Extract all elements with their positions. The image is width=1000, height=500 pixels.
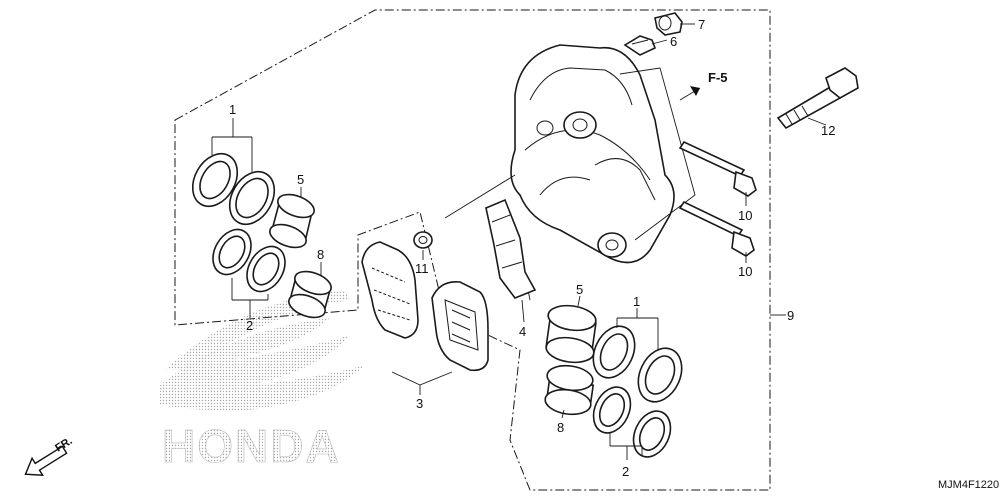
- callout-8-upper: 8: [317, 247, 324, 262]
- piston-lower-right-a: [545, 304, 597, 364]
- forward-arrow-icon: [24, 445, 68, 477]
- mounting-bolt: [776, 67, 859, 130]
- caliper-body: [510, 44, 675, 264]
- collar-washer: [413, 231, 433, 249]
- callout-10-lower: 10: [738, 264, 752, 279]
- callout-9: 9: [787, 308, 794, 323]
- honda-watermark: HONDA: [162, 420, 341, 472]
- pad-spring: [485, 198, 537, 299]
- callout-4: 4: [519, 324, 526, 339]
- piston-upper: [269, 193, 315, 249]
- callout-5-lower: 5: [576, 282, 583, 297]
- brake-pad-outer: [361, 241, 419, 339]
- honda-wing-logo: [160, 290, 365, 411]
- piston-seal-set-lower: [592, 325, 683, 458]
- callout-2-lower: 2: [622, 464, 629, 479]
- brake-pad-inner: [431, 281, 489, 372]
- callout-10-upper: 10: [738, 208, 752, 223]
- bleeder-cap: [654, 12, 683, 36]
- callout-1-lower: 1: [633, 294, 640, 309]
- piston-lower-right-b: [544, 364, 595, 416]
- callout-6: 6: [670, 34, 677, 49]
- callout-2-upper: 2: [246, 318, 253, 333]
- callout-12: 12: [821, 123, 835, 138]
- reference-arrow: [690, 86, 700, 96]
- callout-1-upper: 1: [229, 102, 236, 117]
- callout-7: 7: [698, 17, 705, 32]
- assembly-boundary: [174, 9, 771, 491]
- callout-11: 11: [415, 261, 429, 276]
- callout-3: 3: [416, 396, 423, 411]
- caliper-pin-lower: [678, 200, 755, 257]
- piston-lower: [288, 270, 332, 319]
- bleeder-screw: [623, 35, 657, 56]
- caliper-pin-upper: [678, 140, 757, 197]
- callout-8-lower: 8: [557, 420, 564, 435]
- leader-lines: [211, 23, 827, 460]
- callout-5-upper: 5: [297, 172, 304, 187]
- reference-label: F-5: [708, 70, 728, 85]
- diagram-code: MJM4F1220: [938, 479, 999, 491]
- piston-seal-set-upper: [191, 152, 286, 293]
